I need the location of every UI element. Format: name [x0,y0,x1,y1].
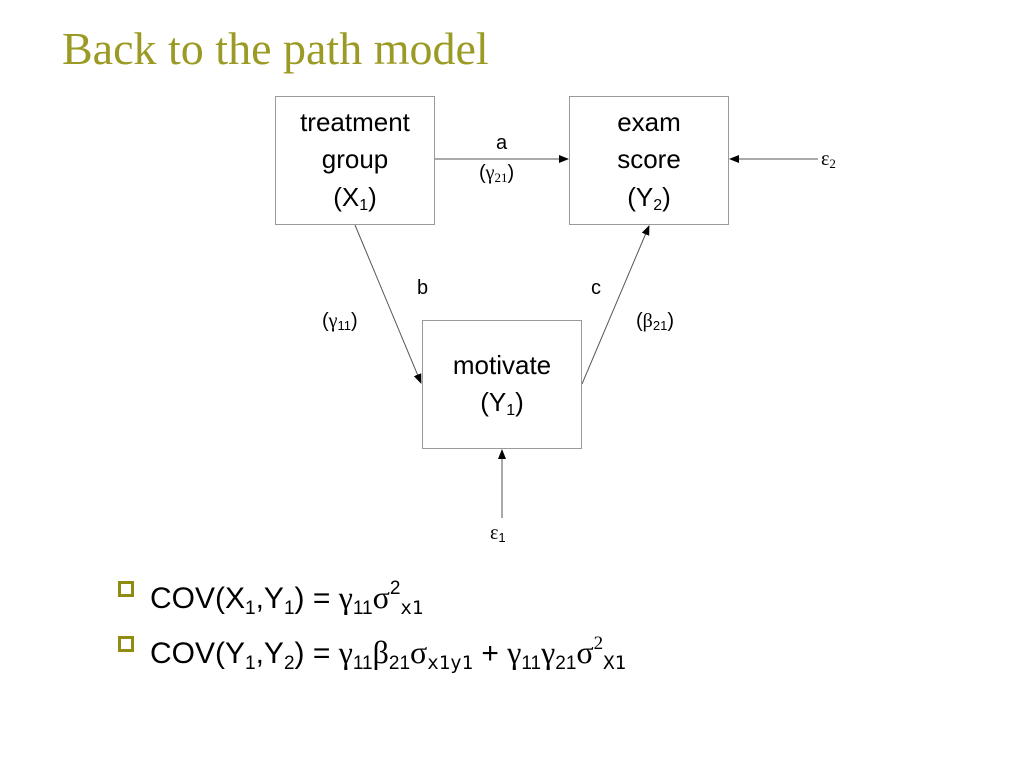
path-a-coef: (γ21) [479,162,515,185]
error-e2: ε2 [821,148,836,171]
equation-cov-x1-y1: COV(X1,Y1) = γ11σ2x1 [112,564,626,619]
bullet-square-icon [118,636,134,652]
arrow-c [581,225,650,385]
path-b-letter: b [417,277,429,299]
node-motivate: motivate (Y1) [422,320,582,449]
error-e1: ε1 [490,522,506,545]
path-b-coef: (γ11) [322,310,358,333]
arrow-b [354,224,422,384]
bullet-square-icon [118,581,134,597]
path-c-coef: (β21) [636,310,674,333]
node-treatment-group: treatment group (X1) [275,96,435,225]
equation-cov-y1-y2: COV(Y1,Y2) = γ11β21σx1y1 + γ11γ21σ2X1 [112,619,626,674]
equation-list: COV(X1,Y1) = γ11σ2x1 COV(Y1,Y2) = γ11β21… [112,564,626,674]
path-a-letter: a [496,132,508,154]
path-c-letter: c [591,277,601,299]
slide-title: Back to the path model [62,23,489,74]
node-exam-score: exam score (Y2) [569,96,729,225]
